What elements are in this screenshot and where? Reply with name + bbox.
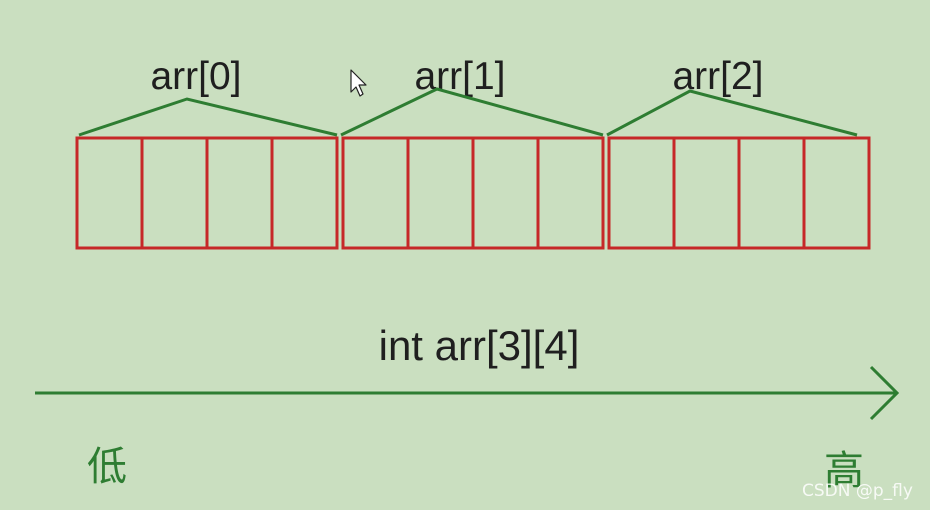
axis-low-label: 低 (87, 444, 127, 490)
arrow-head-icon (869, 365, 900, 421)
watermark: CSDN @p_fly (802, 481, 913, 501)
row-label-0: arr[0] (150, 55, 241, 98)
memory-cell-r2-c0 (607, 136, 676, 250)
memory-cell-r2-c3 (802, 136, 871, 250)
memory-cell-r1-c3 (536, 136, 605, 250)
row-bracket-0 (78, 97, 338, 137)
row-bracket-2 (606, 89, 858, 137)
mouse-pointer-icon (350, 69, 367, 97)
memory-cells (75, 136, 871, 250)
memory-cell-r1-c0 (341, 136, 410, 250)
memory-cell-r0-c1 (140, 136, 209, 250)
memory-cell-r1-c2 (471, 136, 540, 250)
memory-cell-r0-c3 (270, 136, 339, 250)
memory-address-arrow (35, 365, 900, 421)
memory-cell-r1-c1 (406, 136, 475, 250)
declaration-label: int arr[3][4] (379, 322, 580, 369)
row-brackets (78, 87, 858, 137)
row-label-1: arr[1] (414, 55, 505, 98)
axis-high-label: 高 (824, 448, 864, 494)
memory-cell-r2-c2 (737, 136, 806, 250)
memory-cell-r0-c2 (205, 136, 274, 250)
memory-cell-r2-c1 (672, 136, 741, 250)
row-bracket-1 (340, 87, 604, 137)
memory-cell-r0-c0 (75, 136, 144, 250)
